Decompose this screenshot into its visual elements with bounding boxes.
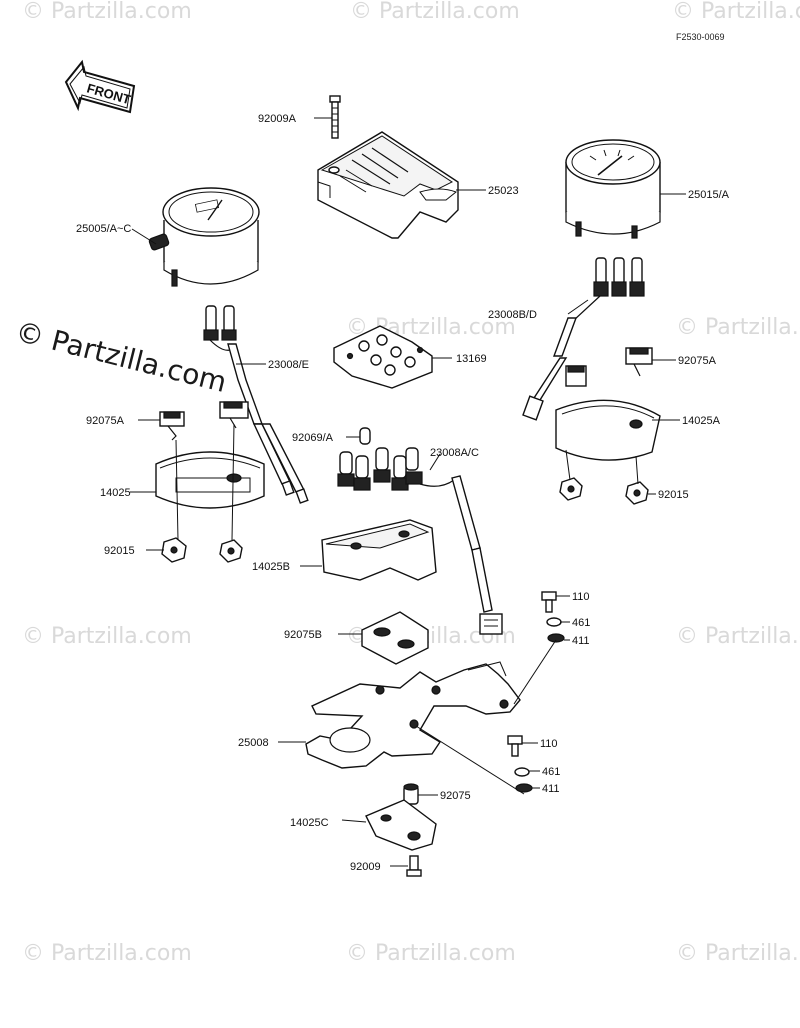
label-110-lower: 110: [540, 738, 558, 750]
label-14025A: 14025A: [682, 415, 721, 427]
label-92075B: 92075B: [284, 629, 322, 641]
label-25023: 25023: [488, 185, 519, 197]
speedometer-25005: [148, 187, 260, 287]
label-92069A: 92069/A: [292, 432, 334, 444]
bolt-110-lower: [507, 735, 523, 757]
clip-92075A-right: [625, 347, 653, 377]
label-92015-right: 92015: [658, 489, 689, 501]
wire-harness-23008AC: [337, 447, 503, 635]
plate-14025C: [365, 799, 437, 851]
watermark-main: © Partzilla.com: [12, 315, 230, 399]
watermark-text: © Partzilla.com: [676, 941, 800, 966]
label-92075A-left: 92075A: [86, 415, 125, 427]
label-25005AC: 25005/A~C: [76, 223, 131, 235]
label-14025C: 14025C: [290, 817, 329, 829]
label-92009A: 92009A: [258, 113, 297, 125]
label-92009: 92009: [350, 861, 381, 873]
label-14025B: 14025B: [252, 561, 290, 573]
bracket-14025: [155, 451, 265, 509]
washer-411-lower: [515, 783, 533, 793]
nut-92015-right-b: [625, 481, 649, 505]
meter-cover-25023: [317, 131, 459, 239]
label-110-upper: 110: [572, 591, 590, 603]
label-92015-left: 92015: [104, 545, 135, 557]
screw-92009: [406, 855, 422, 877]
wire-harness-23008BD: [522, 257, 645, 421]
washer-461-lower: [514, 767, 530, 777]
nut-92015-right-a: [559, 477, 583, 501]
bulb-92069A: [359, 427, 371, 445]
watermark-text: © Partzilla.com: [350, 0, 520, 24]
front-arrow-icon: FRONT: [64, 59, 136, 114]
bracket-14025B: [321, 519, 437, 581]
mounting-bracket-25008: [305, 661, 521, 769]
watermark-text: © Partzilla.com: [676, 624, 800, 649]
clip-92075A-center: [219, 401, 249, 429]
watermark-text: © Partzilla.com: [22, 941, 192, 966]
label-461-lower: 461: [542, 766, 560, 778]
part-labels: 92009A 25023 25015/A 25005/A~C 23008/E 1…: [76, 113, 730, 873]
watermark-text: © Partzilla.com: [346, 941, 516, 966]
label-411-upper: 411: [572, 635, 590, 647]
leader-lines: [130, 117, 686, 867]
label-92075A-right: 92075A: [678, 355, 717, 367]
watermark-text: © Partzilla.com: [676, 315, 800, 340]
label-411-lower: 411: [542, 783, 560, 795]
washer-461-upper: [546, 617, 562, 627]
label-461-upper: 461: [572, 617, 590, 629]
nut-92015-center: [219, 539, 243, 563]
label-23008E: 23008/E: [268, 359, 309, 371]
watermark-text: © Partzilla.com: [22, 624, 192, 649]
washer-411-upper: [547, 633, 565, 643]
screw-92009A: [329, 95, 341, 139]
bracket-14025A: [555, 399, 661, 461]
label-23008AC: 23008A/C: [430, 447, 479, 459]
tachometer-25015A: [565, 139, 661, 239]
label-25008: 25008: [238, 737, 269, 749]
nut-92015-left: [161, 537, 187, 563]
connector-block-13169: [333, 325, 433, 389]
collar-92075: [403, 783, 419, 805]
watermark-text: © Partzilla.com: [672, 0, 800, 24]
clip-92075A-left: [159, 411, 185, 441]
label-92075: 92075: [440, 790, 471, 802]
grommet-92075B: [361, 611, 429, 665]
label-13169: 13169: [456, 353, 487, 365]
diagram-code: F2530-0069: [676, 32, 725, 42]
wire-harness-23008E: [203, 305, 309, 504]
label-14025: 14025: [100, 487, 131, 499]
watermark-text: © Partzilla.com: [22, 0, 192, 24]
label-25015A: 25015/A: [688, 189, 730, 201]
bolt-110-upper: [541, 591, 557, 613]
label-23008BD: 23008B/D: [488, 309, 537, 321]
